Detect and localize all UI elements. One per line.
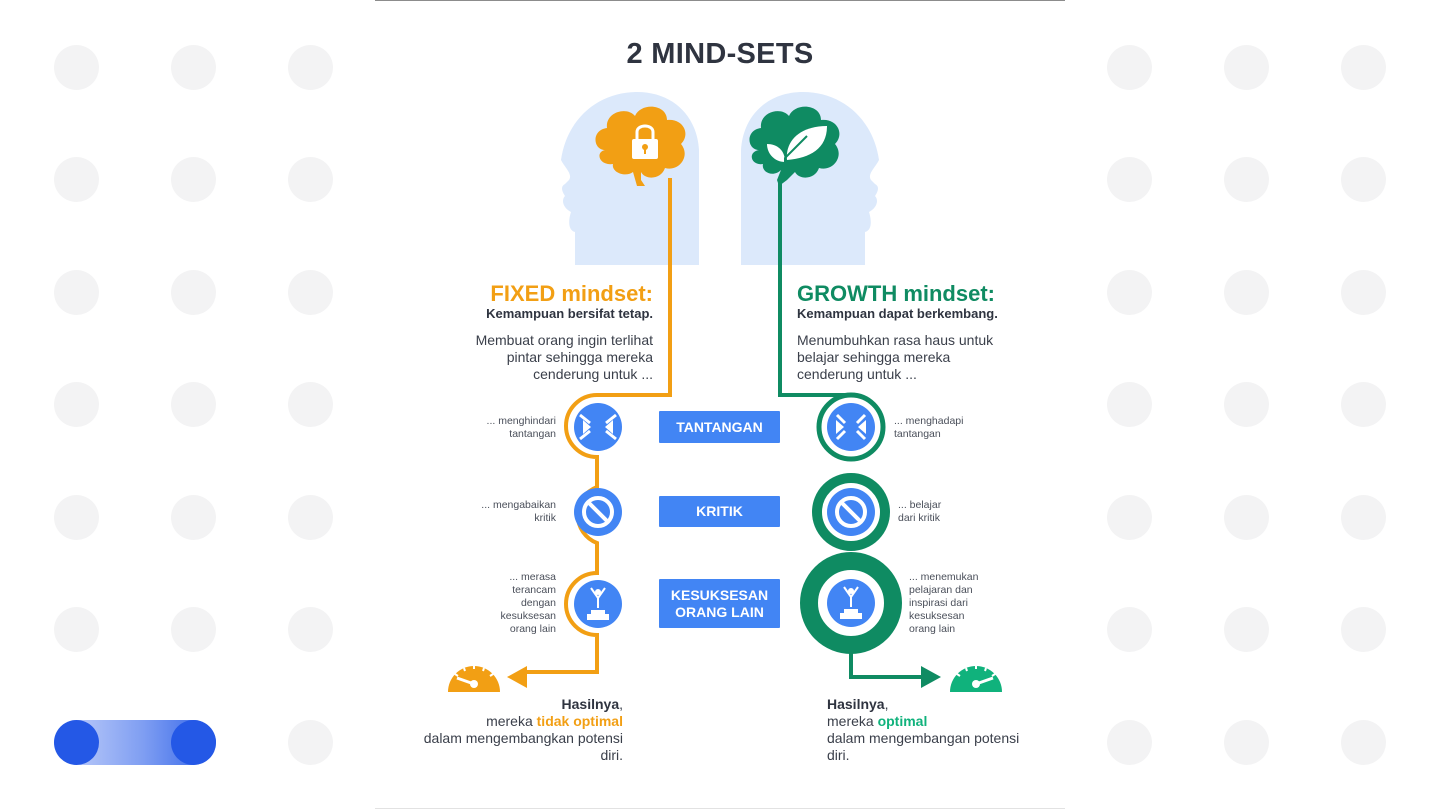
fixed-heading: FIXED mindset: [490, 281, 653, 306]
fixed-challenge-icon [574, 403, 622, 451]
background-dot [1107, 382, 1152, 427]
background-dot [54, 495, 99, 540]
background-dot [288, 270, 333, 315]
background-dot [288, 720, 333, 765]
growth-heading: GROWTH mindset: [797, 281, 995, 306]
background-dot [1224, 382, 1269, 427]
background-dot [1341, 45, 1386, 90]
background-dot [54, 382, 99, 427]
background-dot [1224, 157, 1269, 202]
background-dot [1107, 270, 1152, 315]
background-dot [1107, 495, 1152, 540]
background-dot [1341, 270, 1386, 315]
growth-item-success: ... menemukan pelajaran dan inspirasi da… [909, 571, 979, 635]
fixed-subheading: Kemampuan bersifat tetap. [486, 306, 653, 321]
top-divider [375, 0, 1065, 1]
growth-arrow-head [921, 666, 941, 688]
background-dot [1224, 270, 1269, 315]
background-dot [171, 382, 216, 427]
growth-criticism-icon [812, 473, 890, 551]
growth-item-criticism: ... belajar dari kritik [898, 499, 942, 524]
background-dot [171, 607, 216, 652]
fixed-result: Hasilnya, mereka tidak optimal dalam men… [423, 696, 623, 763]
background-dot [54, 270, 99, 315]
fixed-item-challenge: ... menghindari tantangan [486, 415, 556, 440]
growth-result: Hasilnya, mereka optimal dalam mengemban… [827, 696, 1020, 763]
fixed-result-bold: Hasilnya [561, 696, 620, 712]
fixed-item-criticism: ... mengabaikan kritik [481, 499, 556, 524]
background-dot [288, 157, 333, 202]
slide-toggle[interactable] [54, 720, 216, 765]
background-dot [1107, 157, 1152, 202]
background-dot [171, 45, 216, 90]
background-dot [1341, 720, 1386, 765]
background-dot [1107, 45, 1152, 90]
background-dot [1224, 495, 1269, 540]
fixed-item-success: ... merasa terancam dengan kesuksesan or… [500, 571, 556, 635]
fixed-criticism-icon [574, 488, 622, 536]
growth-description: Menumbuhkan rasa haus untuk belajar sehi… [797, 332, 994, 382]
background-dot [1341, 382, 1386, 427]
fixed-result-pre: mereka [486, 713, 533, 729]
background-dot [1224, 45, 1269, 90]
background-dot [54, 45, 99, 90]
growth-speedometer-icon [950, 666, 1002, 692]
category-challenge: TANTANGAN [659, 411, 780, 443]
page-title: 2 MIND-SETS [626, 38, 814, 70]
background-dot [171, 270, 216, 315]
growth-result-pre: mereka [827, 713, 874, 729]
background-dot [1341, 495, 1386, 540]
toggle-knob-right[interactable] [171, 720, 216, 765]
background-dot [1224, 720, 1269, 765]
fixed-arrow-head [507, 666, 527, 688]
growth-path-exit [849, 650, 927, 679]
background-dot [1341, 157, 1386, 202]
background-dot [54, 607, 99, 652]
leaf-icon [767, 126, 827, 176]
growth-path-line [778, 180, 851, 397]
growth-challenge-icon [816, 392, 886, 462]
toggle-knob-left[interactable] [54, 720, 99, 765]
growth-success-icon [800, 552, 902, 654]
background-dot [171, 495, 216, 540]
background-dot [1107, 607, 1152, 652]
background-dot [1107, 720, 1152, 765]
background-dot [1224, 607, 1269, 652]
background-dot [288, 382, 333, 427]
fixed-result-post: dalam mengembangkan potensi diri. [423, 730, 623, 763]
background-dot [288, 495, 333, 540]
fixed-speedometer-icon [448, 666, 500, 692]
growth-result-highlight: optimal [877, 713, 928, 729]
growth-subheading: Kemampuan dapat berkembang. [797, 306, 998, 321]
background-dot [288, 45, 333, 90]
fixed-description: Membuat orang ingin terlihat pintar sehi… [475, 332, 653, 382]
background-dot [54, 157, 99, 202]
growth-item-challenge: ... menghadapi tantangan [894, 415, 964, 440]
lock-icon [632, 124, 658, 159]
bottom-divider [375, 808, 1065, 809]
growth-result-bold: Hasilnya [827, 696, 885, 712]
fixed-result-highlight: tidak optimal [536, 713, 623, 729]
fixed-success-icon [574, 580, 622, 628]
category-success: KESUKSESAN ORANG LAIN [659, 579, 780, 628]
background-dot [171, 157, 216, 202]
background-dot [288, 607, 333, 652]
growth-result-post: dalam mengembangan potensi diri. [827, 730, 1020, 763]
diagram-artwork [448, 92, 1002, 692]
category-criticism: KRITIK [659, 496, 780, 527]
background-dot [1341, 607, 1386, 652]
